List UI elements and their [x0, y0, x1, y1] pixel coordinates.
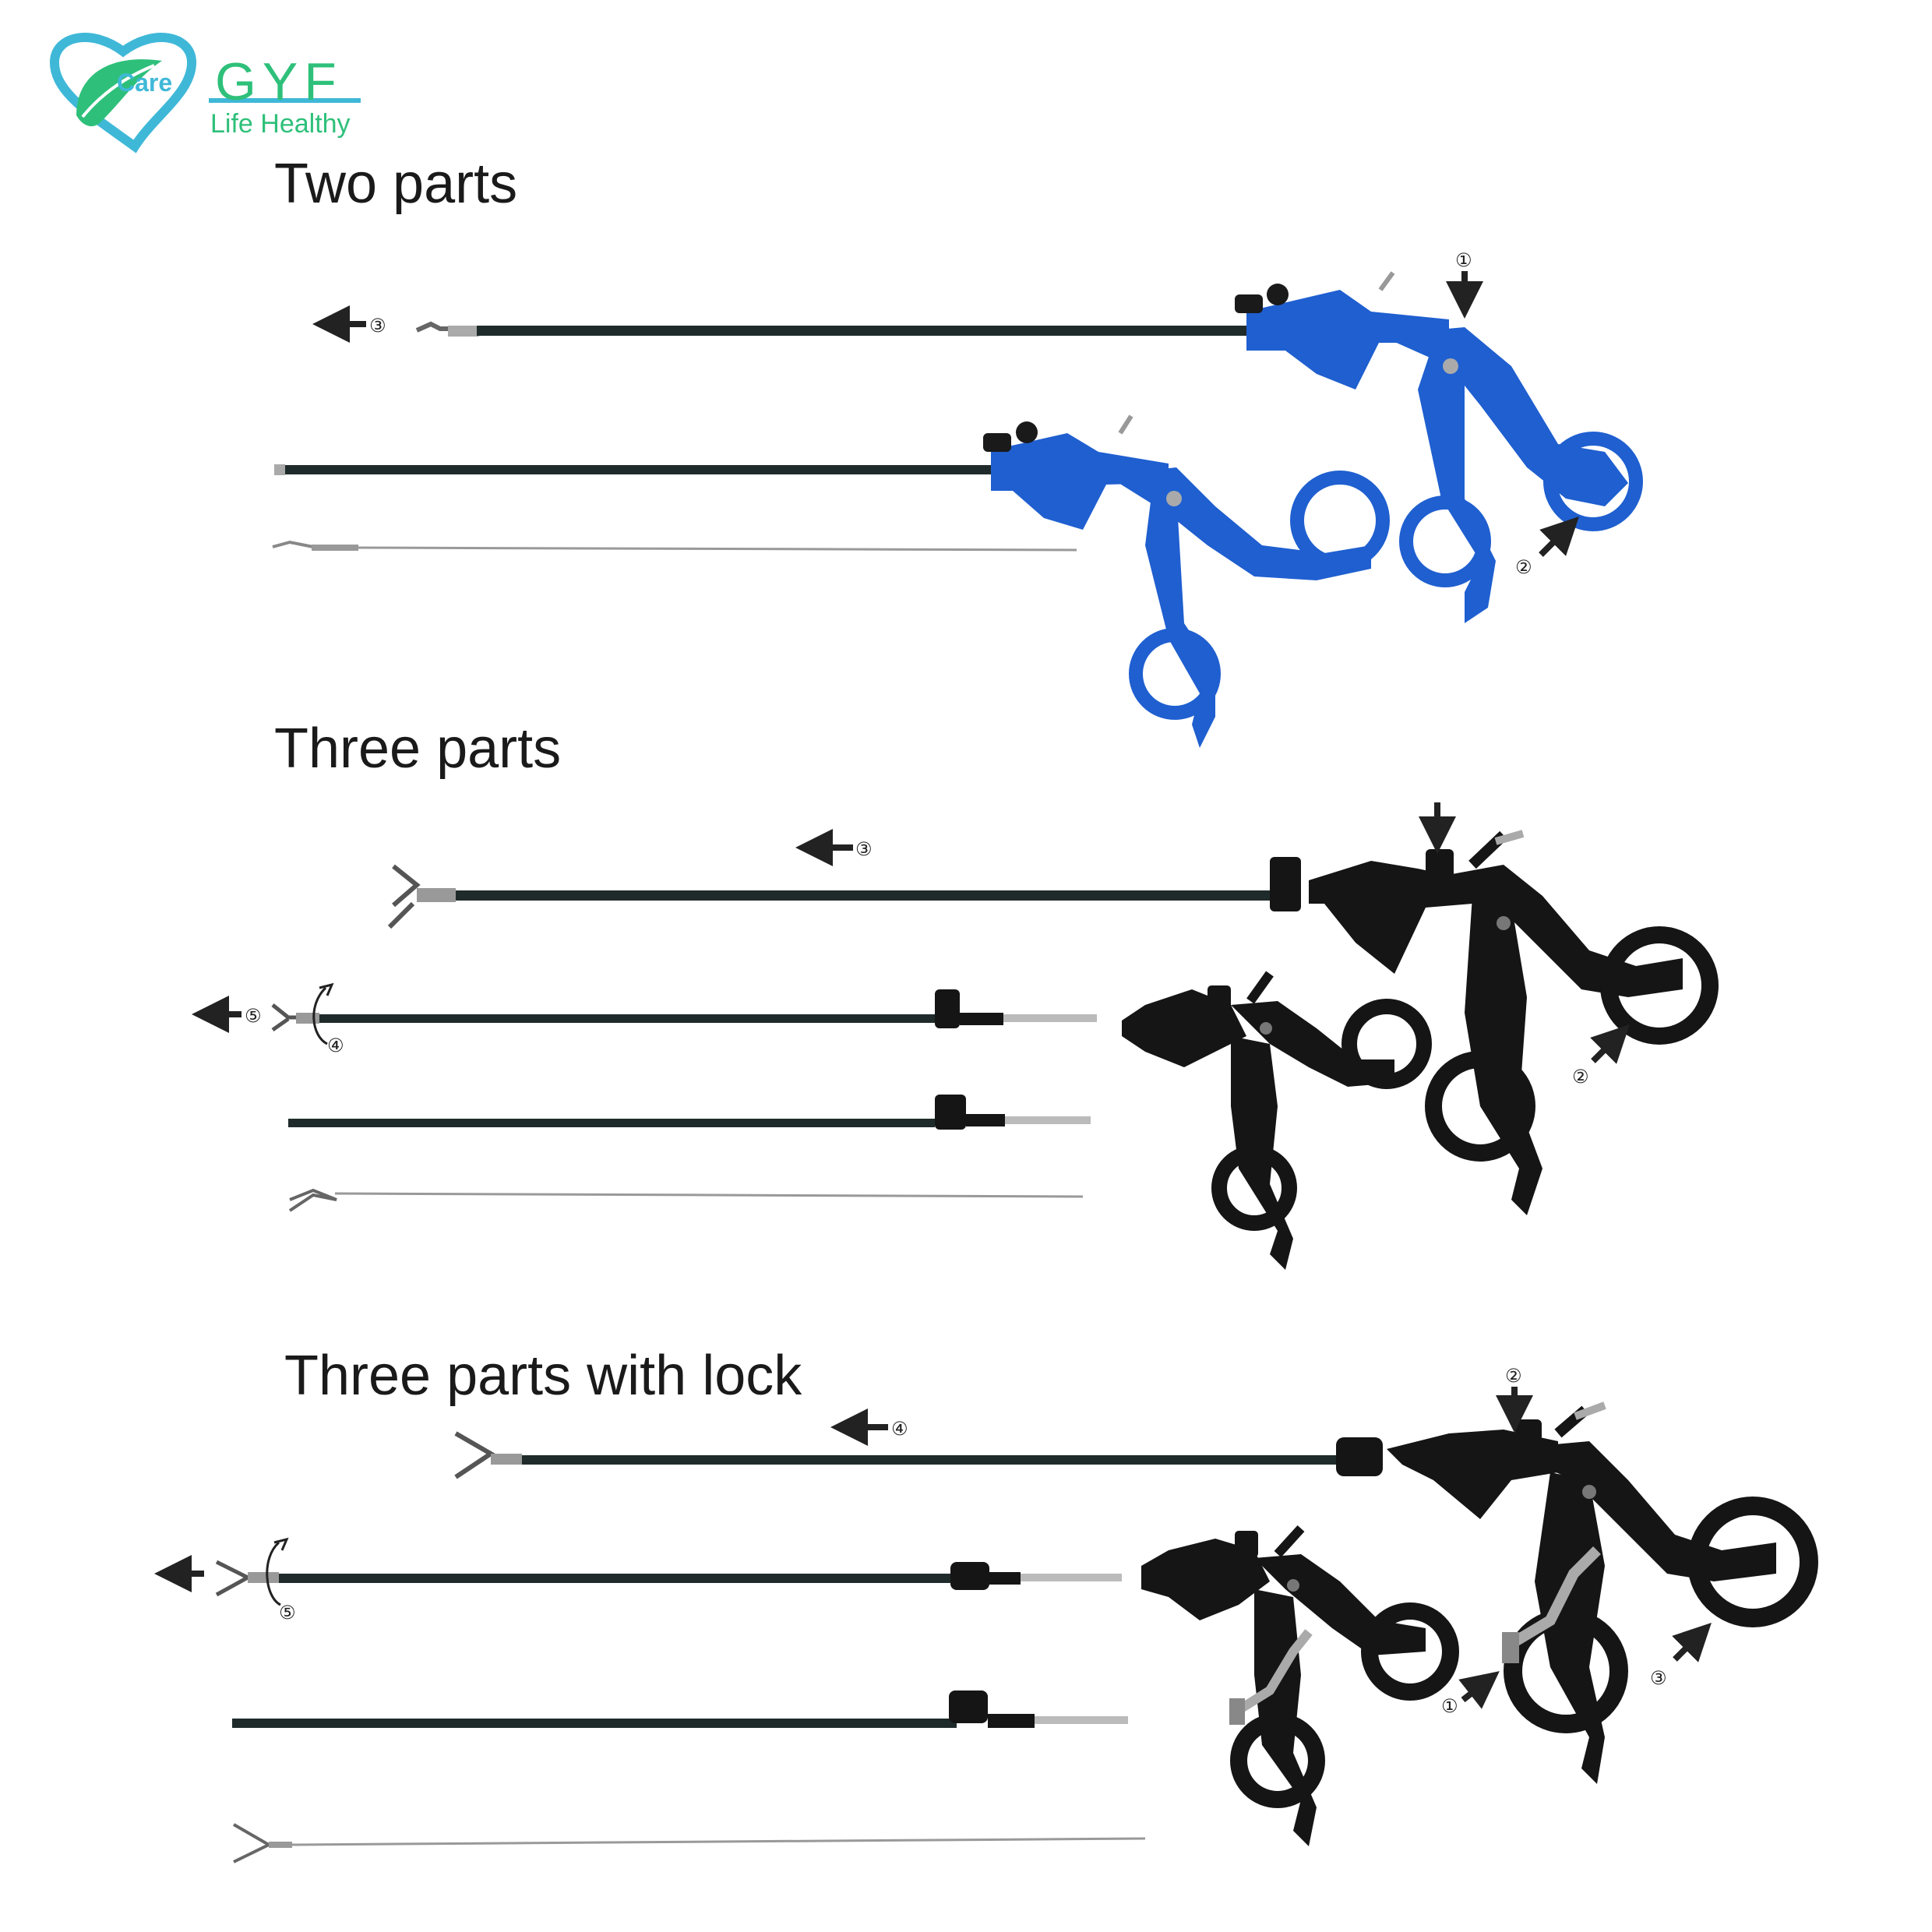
section-title-three-parts-with-lock: Three parts with lock: [284, 1345, 802, 1407]
section-title-three-parts: Three parts: [274, 717, 562, 780]
marker-5: ⑤: [279, 1602, 296, 1624]
lock-middle-tube: [232, 1690, 1128, 1728]
arrow-up-right-icon: [1539, 516, 1579, 557]
three-parts-middle-tube: [288, 1095, 1091, 1130]
three-parts-direction-markers: ③ ② ⑤ ④: [192, 802, 1630, 1088]
section-title-two-parts: Two parts: [274, 153, 518, 215]
marker-2: ②: [1572, 1066, 1589, 1088]
three-parts-outer-tube: [271, 989, 1097, 1032]
three-parts-assembled-instrument: [387, 830, 1719, 1215]
three-parts-handle: [1122, 971, 1432, 1270]
arrow-up-right-icon: [1672, 1623, 1712, 1662]
lock-inner-rod: [232, 1823, 1146, 1863]
lock-assembled-instrument: [454, 1401, 1818, 1784]
two-parts-assembled-instrument: [415, 271, 1643, 623]
marker-1: ①: [1441, 1695, 1458, 1717]
marker-4: ④: [327, 1035, 344, 1056]
three-parts-inner-rod: [288, 1188, 1084, 1212]
two-parts-inner-rod: [272, 540, 1077, 552]
marker-2: ②: [1505, 1365, 1522, 1387]
marker-1: ①: [1455, 249, 1472, 271]
lock-direction-markers: ④ ② ③ ① ⑤: [154, 1365, 1712, 1717]
logo-brand-text: GYF: [215, 52, 343, 111]
logo-care-text: Care: [117, 69, 173, 97]
lock-outer-tube: [215, 1560, 1122, 1597]
two-parts-handle: [274, 414, 1390, 748]
arrow-up-right-icon: [1458, 1671, 1500, 1709]
marker-3: ③: [1650, 1667, 1667, 1689]
rotate-arrow-icon: [312, 986, 328, 1045]
lock-handle: [1141, 1525, 1459, 1846]
rotate-arrow-icon: [266, 1541, 281, 1606]
two-parts-direction-markers: ③ ① ②: [312, 249, 1579, 578]
logo-tagline-text: Life Healthy: [210, 109, 351, 139]
heart-leaf-logo-icon: [50, 33, 361, 153]
brand-logo: Care GYF Life Healthy: [45, 30, 372, 162]
marker-3: ③: [369, 315, 386, 337]
marker-4: ④: [891, 1418, 908, 1440]
arrow-up-right-icon: [1590, 1024, 1630, 1064]
marker-3: ③: [855, 838, 873, 860]
marker-5: ⑤: [245, 1005, 262, 1027]
marker-2: ②: [1515, 556, 1532, 578]
